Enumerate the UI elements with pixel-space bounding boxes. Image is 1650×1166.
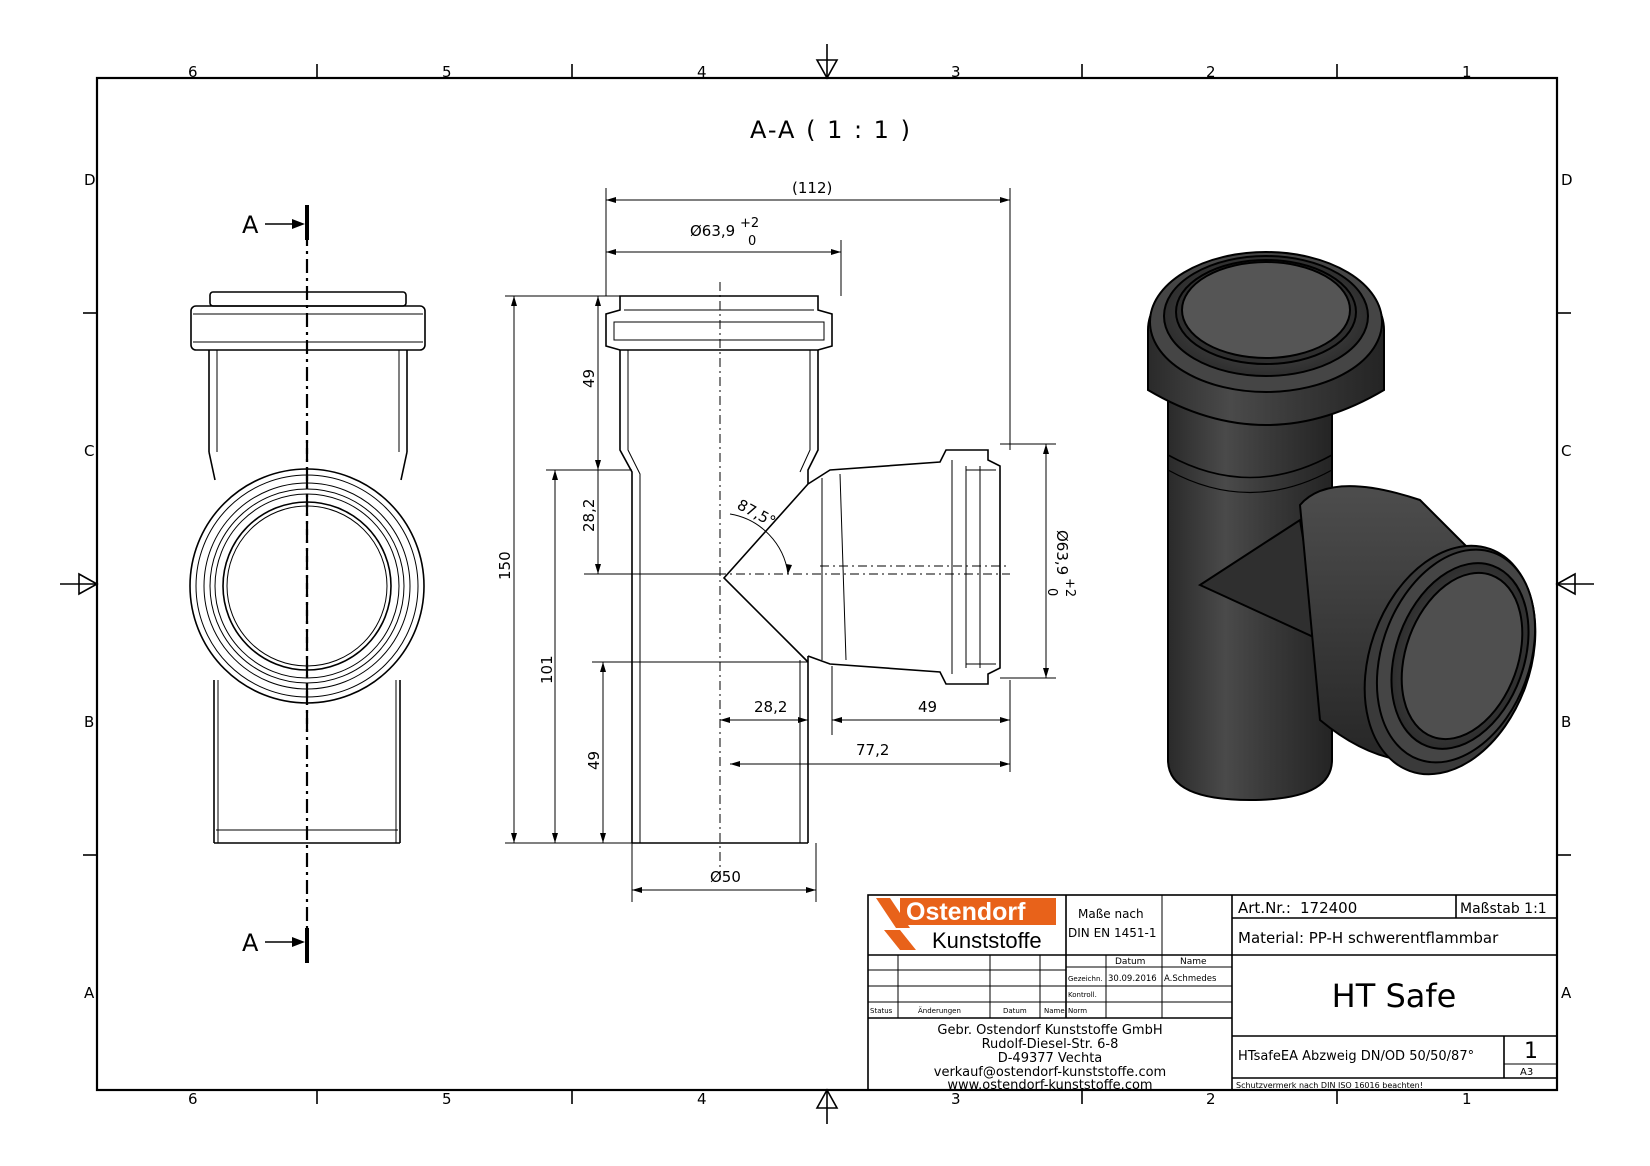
isometric-model bbox=[1147, 251, 1537, 802]
center-mark-right bbox=[1555, 572, 1594, 596]
front-view: A A bbox=[189, 205, 426, 963]
dim-spigot-length: 49 bbox=[585, 751, 603, 770]
zone-col-top-5: 5 bbox=[442, 63, 452, 81]
address-line-2: Rudolf-Diesel-Str. 6-8 bbox=[982, 1037, 1119, 1052]
hdr-aenderungen: Änderungen bbox=[918, 1006, 961, 1015]
section-view: (112) Ø63,9 +2 0 150 101 49 28,2 49 bbox=[496, 179, 1077, 902]
zone-col-bottom-1: 1 bbox=[1462, 1090, 1472, 1108]
center-mark-bottom bbox=[815, 1088, 839, 1124]
zone-row-left-B: B bbox=[84, 713, 94, 731]
hdr-datum: Datum bbox=[1003, 1007, 1027, 1015]
hdr-status: Status bbox=[870, 1007, 893, 1015]
art-nr-value: 172400 bbox=[1300, 899, 1357, 917]
zone-row-right-D: D bbox=[1561, 171, 1573, 189]
dim-overall-width: (112) bbox=[792, 179, 832, 197]
zone-col-top-2: 2 bbox=[1206, 63, 1216, 81]
section-label-bottom: A bbox=[242, 929, 259, 957]
row-kontroll: Kontroll. bbox=[1068, 991, 1097, 999]
dim-tol-side-upper: +2 bbox=[1062, 578, 1077, 597]
address-line-5: www.ostendorf-kunststoffe.com bbox=[947, 1078, 1152, 1093]
zone-row-right-A: A bbox=[1561, 984, 1572, 1002]
zone-col-bottom-6: 6 bbox=[188, 1090, 198, 1108]
center-mark-top bbox=[815, 44, 839, 80]
view-title: A-A ( 1 : 1 ) bbox=[750, 116, 912, 144]
zone-col-bottom-4: 4 bbox=[697, 1090, 707, 1108]
zone-col-bottom-5: 5 bbox=[442, 1090, 452, 1108]
zone-row-right-C: C bbox=[1561, 442, 1571, 460]
product-name: HT Safe bbox=[1332, 977, 1457, 1015]
dim-branch-to-axis: 28,2 bbox=[754, 698, 787, 716]
row-norm: Norm bbox=[1068, 1007, 1087, 1015]
zone-row-right-B: B bbox=[1561, 713, 1571, 731]
material: Material: PP-H schwerentflammbar bbox=[1238, 929, 1499, 947]
logo-subtext: Kunststoffe bbox=[932, 928, 1042, 953]
zone-col-bottom-2: 2 bbox=[1206, 1090, 1216, 1108]
dim-angle: 87,5° bbox=[734, 496, 779, 531]
dim-socket-diameter-side: Ø63,9 bbox=[1053, 530, 1071, 575]
dim-tol-lower: 0 bbox=[748, 234, 756, 249]
sheet-format: A3 bbox=[1520, 1067, 1533, 1078]
dim-overall-height: 150 bbox=[496, 551, 514, 580]
zone-row-left-C: C bbox=[84, 442, 94, 460]
sheet-number: 1 bbox=[1524, 1039, 1538, 1064]
col-datum: Datum bbox=[1115, 957, 1145, 967]
dim-tol-upper: +2 bbox=[740, 216, 759, 231]
standard-label-1: Maße nach bbox=[1078, 907, 1144, 921]
description: HTsafeEA Abzweig DN/OD 50/50/87° bbox=[1238, 1049, 1474, 1064]
col-name: Name bbox=[1180, 957, 1207, 967]
zone-col-bottom-3: 3 bbox=[951, 1090, 961, 1108]
hdr-name: Name bbox=[1044, 1007, 1065, 1015]
zone-col-top-3: 3 bbox=[951, 63, 961, 81]
dim-branch-total: 77,2 bbox=[856, 741, 889, 759]
standard-label-2: DIN EN 1451-1 bbox=[1068, 926, 1156, 940]
section-arrow-top: A bbox=[242, 211, 305, 239]
zone-col-top-4: 4 bbox=[697, 63, 707, 81]
gezeichnet-name: A.Schmedes bbox=[1164, 974, 1217, 984]
drawing-frame: 6 5 4 3 2 1 6 5 4 3 2 1 D C B A D C B A bbox=[60, 44, 1594, 1124]
zone-col-top-1: 1 bbox=[1462, 63, 1472, 81]
dim-tol-side-lower: 0 bbox=[1044, 588, 1059, 596]
zone-row-left-D: D bbox=[84, 171, 96, 189]
dim-branch-offset: 28,2 bbox=[580, 499, 598, 532]
center-mark-left bbox=[60, 572, 99, 596]
dim-socket-diameter-top: Ø63,9 bbox=[690, 222, 735, 240]
title-block-border bbox=[867, 894, 1558, 1091]
zone-row-left-A: A bbox=[84, 984, 95, 1002]
dim-branch-socket: 49 bbox=[918, 698, 937, 716]
row-gezeichnet: Gezeichn. bbox=[1068, 975, 1103, 983]
zone-col-top-6: 6 bbox=[188, 63, 198, 81]
scale-label: Maßstab 1:1 bbox=[1460, 901, 1547, 917]
address-line-3: D-49377 Vechta bbox=[998, 1051, 1103, 1066]
title-block: Ostendorf Kunststoffe Maße nach DIN EN 1… bbox=[867, 894, 1558, 1093]
section-label-top: A bbox=[242, 211, 259, 239]
dim-socket-depth-top: 49 bbox=[580, 369, 598, 388]
art-nr-label: Art.Nr.: bbox=[1238, 899, 1291, 917]
logo-text: Ostendorf bbox=[906, 898, 1026, 926]
copyright-note: Schutzvermerk nach DIN ISO 16016 beachte… bbox=[1236, 1081, 1423, 1090]
dim-spigot-diameter: Ø50 bbox=[710, 868, 741, 886]
dim-lower-height: 101 bbox=[538, 655, 556, 684]
address-line-4: verkauf@ostendorf-kunststoffe.com bbox=[934, 1065, 1166, 1080]
gezeichnet-date: 30.09.2016 bbox=[1108, 974, 1157, 984]
address-line-1: Gebr. Ostendorf Kunststoffe GmbH bbox=[937, 1023, 1162, 1038]
section-arrow-bottom: A bbox=[242, 929, 305, 957]
company-logo: Ostendorf Kunststoffe bbox=[876, 898, 1056, 953]
